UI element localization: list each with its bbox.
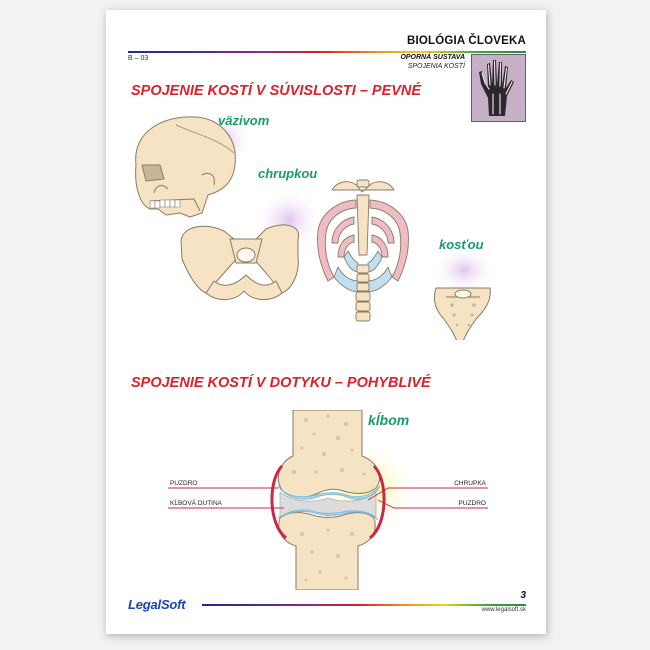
upper-bone xyxy=(278,410,380,498)
lower-bone xyxy=(278,512,376,590)
page-number: 3 xyxy=(520,590,526,601)
website-url: www.legalsoft.sk xyxy=(481,607,526,613)
bone-fusion-glow xyxy=(432,246,496,294)
callout-capsule-left: PUZDRO xyxy=(170,480,198,487)
joint-capsule-left xyxy=(270,464,288,540)
pelvis-illustration xyxy=(180,224,300,300)
topic-subcategory: SPOJENIA KOSTÍ xyxy=(407,63,465,70)
callout-line-cartilage xyxy=(367,487,488,501)
label-cartilage: chrupkou xyxy=(258,166,318,181)
legalsoft-logo: LegalSoft xyxy=(128,597,186,612)
bone-texture xyxy=(292,414,366,582)
label-ligament: väzivom xyxy=(218,113,270,128)
skull-illustration xyxy=(135,116,236,218)
hand-xray-thumbnail xyxy=(471,54,526,122)
document-page: BIOLÓGIA ČLOVEKA B – 03 OPORNÁ SÚSTAVA S… xyxy=(106,10,546,634)
callout-capsule-right: PUZDRO xyxy=(458,500,486,507)
label-bone: kosťou xyxy=(439,237,484,252)
page-header-title: BIOLÓGIA ČLOVEKA xyxy=(406,35,526,47)
joint-callout-lines xyxy=(168,487,488,509)
rib-cage-illustration xyxy=(317,179,409,322)
callout-cartilage: CHRUPKA xyxy=(454,480,486,487)
joint-capsule-right xyxy=(368,464,386,540)
section-fixed-joints-title: SPOJENIE KOSTÍ V SÚVISLOSTI – PEVNÉ xyxy=(131,83,422,99)
fixed-joints-illustration xyxy=(135,114,496,340)
sacrum-illustration xyxy=(433,287,491,340)
callout-line-capsule-right xyxy=(377,499,488,509)
sheet-code: B – 03 xyxy=(128,55,149,62)
header-rule xyxy=(128,51,526,53)
label-joint: kĺbom xyxy=(368,412,410,428)
articular-cartilage-lower xyxy=(277,509,379,521)
topic-category: OPORNÁ SÚSTAVA xyxy=(400,54,465,61)
section-movable-joints-title: SPOJENIE KOSTÍ V DOTYKU – POHYBLIVÉ xyxy=(131,375,431,391)
articular-cartilage-upper xyxy=(277,485,381,500)
synovial-joint-illustration xyxy=(270,410,416,590)
footer-rule xyxy=(202,604,526,606)
callout-joint-cavity: KĹBOVÁ DUTINA xyxy=(170,500,223,507)
